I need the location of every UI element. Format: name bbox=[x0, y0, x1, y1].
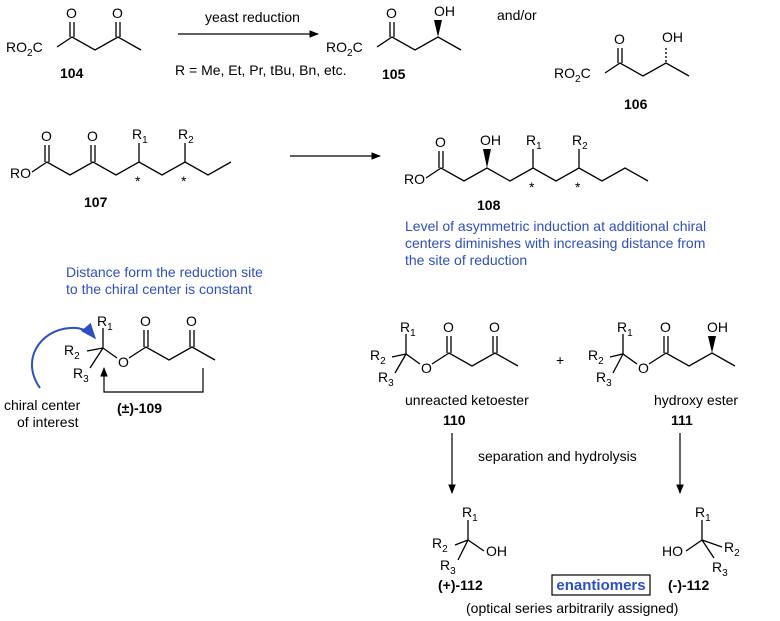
structure-112-plus: R1 R2 R3 OH (+)-112 bbox=[432, 504, 507, 593]
ketone-o: O bbox=[87, 128, 98, 144]
substituent-r2: R2 bbox=[64, 342, 80, 362]
substituent-r1: R1 bbox=[400, 319, 416, 339]
callout-text-line2: of interest bbox=[17, 414, 79, 430]
substituent-r2: R2 bbox=[432, 535, 448, 555]
induction-note-line2: centers diminishes with increasing dista… bbox=[405, 235, 705, 251]
hydroxyl-oh: OH bbox=[434, 3, 455, 19]
substituent-r1: R1 bbox=[462, 504, 478, 524]
r-group-definitions: R = Me, Et, Pr, tBu, Bn, etc. bbox=[175, 62, 347, 78]
ester-group-ro2c: RO2C bbox=[6, 39, 43, 59]
structure-109: R1 R2 R3 O O O (±)-109 bbox=[64, 313, 216, 416]
substituent-r2: R2 bbox=[178, 126, 194, 146]
stereocenter-star: * bbox=[529, 179, 535, 195]
substituent-r3: R3 bbox=[73, 365, 89, 385]
callout-text-line1: chiral center bbox=[4, 397, 81, 413]
hydroxyl-oh: OH bbox=[662, 29, 683, 45]
compound-label-106: 106 bbox=[624, 96, 648, 112]
induction-note-line1: Level of asymmetric induction at additio… bbox=[405, 218, 706, 234]
stereocenter-star: * bbox=[181, 173, 187, 189]
substituent-r3: R3 bbox=[712, 559, 728, 579]
hydroxyl-ho: HO bbox=[662, 543, 683, 559]
ketone-o: O bbox=[66, 5, 77, 21]
optical-series-footnote: (optical series arbitrarily assigned) bbox=[466, 600, 678, 616]
distance-note-line1: Distance form the reduction site bbox=[66, 264, 263, 280]
reagent-label: yeast reduction bbox=[205, 9, 300, 25]
induction-note-line3: the site of reduction bbox=[405, 252, 527, 268]
substituent-r1: R1 bbox=[132, 126, 148, 146]
substituent-r3: R3 bbox=[596, 369, 612, 389]
stereocenter-star: * bbox=[575, 179, 581, 195]
structure-104: RO2C O O 104 bbox=[6, 5, 142, 81]
structure-112-minus: HO R1 R2 R3 (-)-112 bbox=[662, 504, 740, 593]
plus-sign: + bbox=[556, 352, 564, 368]
hydroxyl-oh: OH bbox=[480, 132, 501, 148]
ester-group-ro2c: RO2C bbox=[326, 39, 363, 59]
and-or-text: and/or bbox=[497, 7, 537, 23]
ester-o: O bbox=[118, 354, 129, 370]
structure-105: RO2C O OH 105 bbox=[326, 3, 462, 82]
stereocenter-star: * bbox=[135, 173, 141, 189]
compound-label-104: 104 bbox=[60, 65, 84, 81]
ester-ro: RO bbox=[404, 171, 425, 187]
substituent-r2: R2 bbox=[588, 347, 604, 367]
substituent-r1: R1 bbox=[617, 319, 633, 339]
substituent-r1: R1 bbox=[695, 504, 711, 524]
hydroxyl-oh: OH bbox=[486, 543, 507, 559]
substituent-r2: R2 bbox=[572, 132, 588, 152]
ester-carbonyl-o: O bbox=[435, 134, 446, 150]
substituent-r3: R3 bbox=[440, 557, 456, 577]
ketone-o: O bbox=[489, 319, 500, 335]
ketone-o: O bbox=[112, 5, 123, 21]
ester-carbonyl-o: O bbox=[443, 319, 454, 335]
compound-label-107: 107 bbox=[84, 194, 108, 210]
structure-106: RO2C O OH 106 bbox=[554, 29, 690, 112]
compound-label-105: 105 bbox=[382, 66, 406, 82]
ketone-o: O bbox=[614, 31, 625, 47]
structure-110: R1 R2 R3 O O O unreacted ketoester 110 bbox=[370, 319, 529, 428]
substituent-r1: R1 bbox=[526, 132, 542, 152]
substituent-r3: R3 bbox=[378, 369, 394, 389]
substituent-r1: R1 bbox=[97, 313, 113, 333]
substituent-r2: R2 bbox=[370, 347, 386, 367]
separation-step-label: separation and hydrolysis bbox=[478, 448, 637, 464]
compound-label-111: 111 bbox=[671, 412, 693, 428]
ester-carbonyl-o: O bbox=[140, 313, 151, 329]
ester-group-ro2c: RO2C bbox=[554, 65, 591, 85]
structure-107: RO O O R1 R2 * * 107 bbox=[10, 126, 232, 210]
structure-108: RO O OH R1 R2 * * 108 bbox=[404, 132, 649, 213]
compound-label-109: (±)-109 bbox=[117, 400, 162, 416]
structure-111: R1 R2 R3 O O OH hydroxy ester 111 bbox=[588, 319, 738, 428]
ester-o: O bbox=[638, 360, 649, 376]
ester-carbonyl-o: O bbox=[41, 128, 52, 144]
ester-o: O bbox=[421, 360, 432, 376]
enantiomers-box bbox=[551, 574, 651, 596]
distance-note-line2: to the chiral center is constant bbox=[66, 281, 252, 297]
ketone-o: O bbox=[386, 5, 397, 21]
compound-label-108: 108 bbox=[477, 197, 501, 213]
compound-label-112-minus: (-)-112 bbox=[668, 577, 709, 593]
ketone-o: O bbox=[186, 313, 197, 329]
hydroxy-caption: hydroxy ester bbox=[654, 392, 738, 408]
substituent-r2: R2 bbox=[724, 539, 740, 559]
ester-ro: RO bbox=[10, 165, 31, 181]
ester-carbonyl-o: O bbox=[660, 319, 671, 335]
compound-label-112-plus: (+)-112 bbox=[438, 577, 483, 593]
enantiomers-label: enantiomers bbox=[556, 577, 645, 594]
ketoester-caption: unreacted ketoester bbox=[405, 392, 529, 408]
hydroxyl-oh: OH bbox=[707, 319, 728, 335]
compound-label-110: 110 bbox=[443, 412, 466, 428]
chiral-center-callout-arrow bbox=[30, 322, 97, 389]
